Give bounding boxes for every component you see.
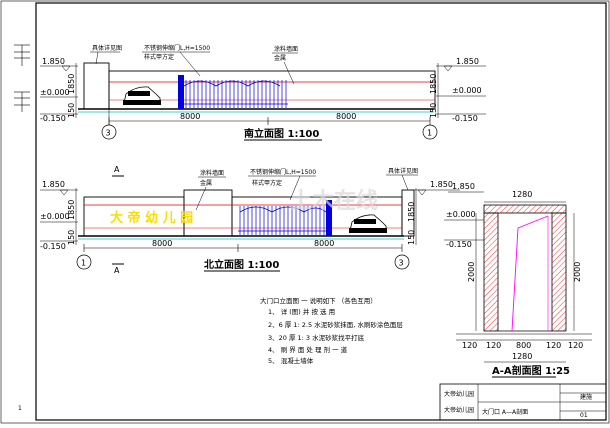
section-aa: 1280 1.850 ±0.000 -0.150 2000 2000 120 1… — [444, 182, 592, 378]
south-left-dim-150: 150 — [67, 103, 76, 118]
section-dim-height-right: 2000 — [573, 262, 582, 282]
general-notes: 大门口立面图 一 说明如下 （各色互用） 1、 详 (图) 并 按 选 用 2、… — [260, 296, 403, 365]
north-gate-sub-label: 样式甲方定 — [252, 179, 282, 187]
notes-line-4: 4、 刷 界 面 处 理 剂 一 道 — [268, 345, 348, 354]
south-left-elev-bottom: -0.150 — [40, 114, 66, 123]
north-right-label: 具体详见图 — [388, 167, 418, 175]
north-wall-sub: 金属 — [200, 179, 212, 187]
section-dim-part-2: 120 — [486, 341, 501, 350]
north-left-dim-1850: 1850 — [67, 200, 76, 220]
title-block-sheet-code: 建施 — [580, 393, 592, 401]
north-dim-right: 8000 — [314, 239, 334, 248]
north-axis-label-left: 1 — [81, 259, 86, 268]
section-bottom-dims: 120 120 800 120 120 — [462, 341, 583, 350]
section-dim-height-left: 2000 — [467, 262, 476, 282]
north-telescopic-gate — [238, 200, 332, 236]
section-dim-part-1: 120 — [462, 341, 477, 350]
north-gate-post — [326, 200, 332, 236]
south-gate-post — [178, 75, 184, 109]
south-right-elev-top: 1.850 — [456, 57, 479, 66]
south-elevation-title: 南立面图 1:100 — [244, 127, 319, 140]
south-right-dim-150: 150 — [429, 103, 438, 118]
north-left-dim-150: 150 — [67, 230, 76, 245]
margin-page-number: 1 — [18, 405, 22, 412]
north-axis-bubble-left — [76, 254, 92, 270]
section-left-leaf — [483, 212, 499, 332]
south-left-wall-label: 具体详见图 — [92, 44, 122, 52]
south-right-elev-zero: ±0.000 — [452, 86, 482, 95]
section-inner-line — [511, 215, 549, 332]
title-block-drawing: 大门口 A—A剖面 — [482, 408, 528, 416]
south-right-elev-bottom: -0.150 — [452, 114, 478, 123]
south-dim-right: 8000 — [336, 112, 356, 121]
title-block-project: 大帝幼儿园 — [444, 406, 474, 414]
south-telescopic-gate — [178, 75, 288, 109]
notes-line-1: 1、 详 (图) 并 按 选 用 — [268, 307, 335, 316]
north-elevation-title: 北立面图 1:100 — [204, 258, 279, 271]
north-gate-arcs — [239, 206, 327, 213]
section-cap — [483, 204, 567, 214]
binding-margin-marks — [14, 44, 30, 112]
section-title: A-A剖面图 1:25 — [492, 364, 570, 377]
watermark-text: 土木在线 — [290, 188, 378, 214]
north-section-mark-top: A — [114, 165, 120, 174]
north-school-sign: 大 帝 幼 儿 园 — [110, 210, 193, 226]
section-dim-top: 1280 — [512, 190, 532, 199]
south-gate-label: 不锈钢伸缩门L,H=1500 — [144, 44, 210, 52]
section-dim-total: 1280 — [512, 352, 532, 361]
north-elevation: 大 帝 幼 儿 园 涂料墙面 金属 不锈钢伸缩门L,H=1500 样式甲方定 具… — [40, 165, 460, 275]
notes-heading: 大门口立面图 一 说明如下 （各色互用） — [260, 296, 377, 305]
notes-line-5: 5、 混凝土墙体 — [268, 356, 314, 365]
north-axis-label-right: 3 — [399, 259, 404, 268]
south-right-dim-1850: 1850 — [429, 74, 438, 94]
south-left-elev-zero: ±0.000 — [40, 88, 70, 97]
section-elev-bottom: -0.150 — [446, 240, 472, 249]
section-right-leaf — [551, 212, 567, 332]
north-left-elev-top: 1.850 — [42, 180, 65, 189]
section-dim-part-5: 120 — [568, 341, 583, 350]
south-axis-bubble-right — [422, 124, 438, 140]
section-elev-zero: ±0.000 — [446, 210, 476, 219]
south-elevation: 具体详见图 不锈钢伸缩门L,H=1500 样式甲方定 涂料墙面 金属 1.850… — [40, 44, 486, 141]
notes-line-3: 3、20 厚 1: 3 水泥砂浆找平打底 — [268, 333, 365, 342]
section-dim-part-4: 120 — [546, 341, 561, 350]
notes-line-2: 2、6 厚 1: 2.5 水泥砂浆抹面, 水刷砂涂色面层 — [268, 320, 403, 329]
inner-frame — [35, 2, 607, 421]
north-gate-label: 不锈钢伸缩门L,H=1500 — [250, 168, 316, 176]
south-right-wall-sub: 金属 — [274, 54, 286, 62]
north-dim-left: 8000 — [152, 239, 172, 248]
north-axis-bubble-right — [394, 254, 410, 270]
south-gate-sub-label: 样式甲方定 — [144, 53, 174, 61]
south-left-dim-1850: 1850 — [67, 74, 76, 94]
south-wall — [108, 70, 436, 110]
south-car — [123, 86, 161, 105]
south-left-elev-top: 1.850 — [42, 57, 65, 66]
north-left-elev-bottom: -0.150 — [40, 242, 66, 251]
north-right-dim-150: 150 — [407, 230, 416, 245]
south-axis-label-right: 1 — [427, 129, 432, 138]
north-left-elev-zero: ±0.000 — [40, 212, 70, 221]
title-block-number: 01 — [580, 412, 588, 419]
south-dim-left: 8000 — [180, 112, 200, 121]
north-car — [349, 214, 387, 233]
title-block-left-label: 大帝幼儿园 — [444, 390, 474, 398]
south-left-pillar — [83, 62, 110, 110]
north-wall-label: 涂料墙面 — [200, 169, 224, 177]
north-section-mark-bottom: A — [114, 266, 120, 275]
north-right-dim-1850: 1850 — [407, 202, 416, 222]
south-right-wall-label: 涂料墙面 — [274, 45, 298, 53]
section-dim-part-3: 800 — [516, 341, 531, 350]
section-elev-top: 1.850 — [452, 182, 475, 191]
south-gate-arcs — [183, 80, 281, 87]
north-right-elev-top: 1.850 — [430, 180, 453, 189]
south-axis-bubble-left — [101, 124, 117, 140]
title-block: 大帝幼儿园 大帝幼儿园 大门口 A—A剖面 建施 01 — [439, 383, 607, 421]
south-axis-label-left: 3 — [106, 129, 111, 138]
